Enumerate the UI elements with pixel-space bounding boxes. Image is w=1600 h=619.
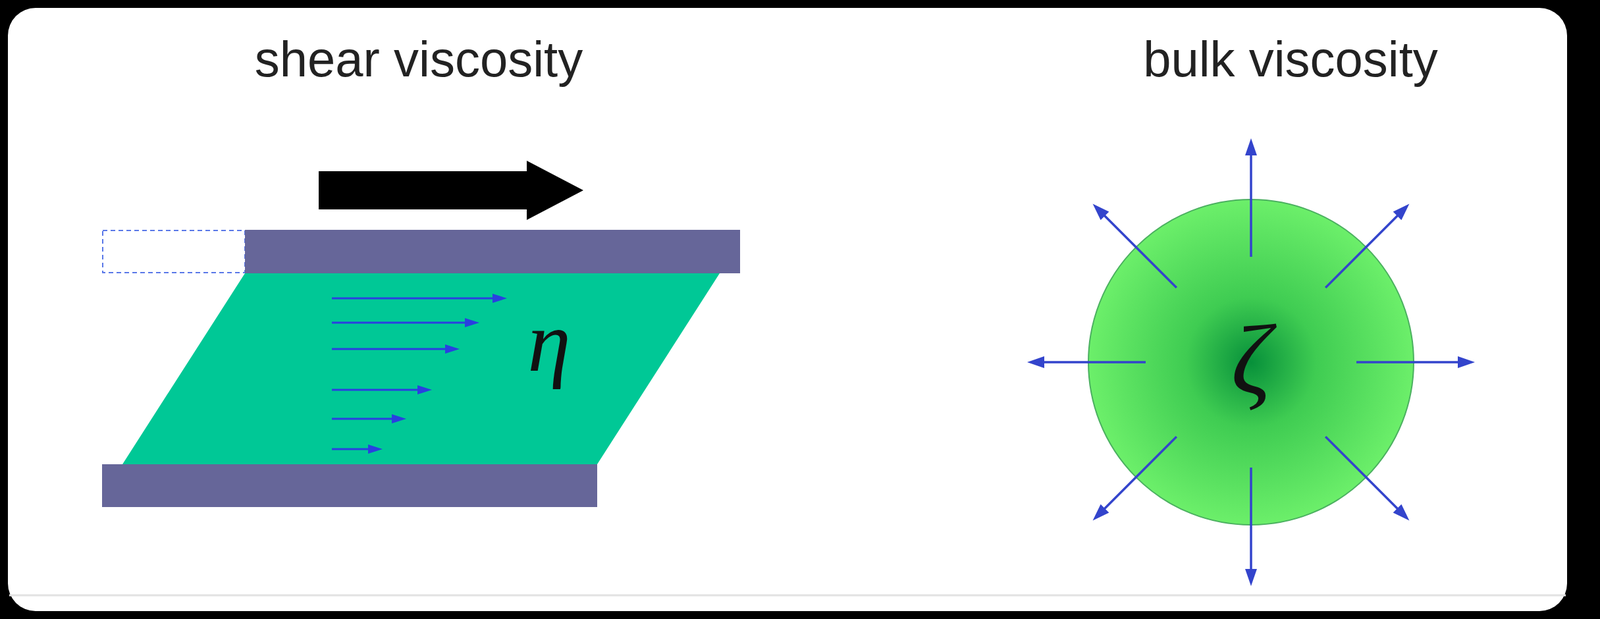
white-panel: [7, 7, 1568, 612]
expansion-arrow-shaft: [1043, 360, 1146, 364]
expansion-arrow-shaft: [1356, 360, 1459, 364]
expansion-arrow-shaft: [1249, 154, 1253, 257]
heading-holder: shear viscosity: [254, 30, 583, 88]
velocity-arrow-head: [417, 385, 432, 395]
viscosity-symbol: ζ: [1231, 310, 1272, 409]
velocity-arrow-head: [464, 318, 480, 328]
sheared-fluid: [122, 273, 720, 465]
expansion-arrow-head: [1245, 568, 1257, 587]
motion-arrow: [318, 160, 584, 220]
top-plate: [244, 229, 741, 274]
velocity-arrow-head: [368, 444, 383, 454]
velocity-arrow-shaft: [331, 418, 393, 421]
velocity-arrow-shaft: [331, 448, 369, 451]
velocity-arrow-head: [445, 344, 460, 354]
velocity-arrow-shaft: [331, 389, 419, 392]
divider-line: [9, 594, 1566, 597]
expansion-arrow-shaft: [1104, 436, 1177, 509]
expansion-arrow-head: [1093, 204, 1110, 221]
expansion-arrow-head: [1245, 138, 1257, 156]
expansion-arrow-shaft: [1249, 467, 1253, 570]
panel-heading: shear viscosity: [254, 30, 583, 88]
expansion-arrow-head: [1457, 356, 1475, 369]
velocity-arrows: [331, 293, 507, 454]
node-shape: [122, 273, 720, 465]
velocity-arrow-shaft: [331, 321, 466, 324]
expansion-arrow-shaft: [1104, 215, 1177, 288]
velocity-arrow-head: [391, 414, 407, 424]
bottom-plate: [102, 464, 598, 507]
expansion-arrow-shaft: [1325, 436, 1398, 509]
expanding-fluid-ball: ζ: [1087, 198, 1415, 526]
expansion-arrow-shaft: [1325, 215, 1398, 288]
velocity-arrow-shaft: [331, 348, 446, 351]
velocity-arrow-head: [492, 293, 507, 303]
heading-holder: bulk viscosity: [1143, 30, 1439, 88]
panel-heading: bulk viscosity: [1143, 30, 1439, 88]
expansion-arrow-head: [1093, 504, 1110, 521]
sheared-fluid-layer: η: [122, 273, 720, 465]
velocity-arrow-shaft: [331, 297, 494, 300]
viscosity-symbol: η: [527, 298, 571, 386]
expansion-arrow-head: [1027, 356, 1045, 369]
expansion-arrows: [1027, 138, 1475, 587]
plate-start-outline: [102, 230, 245, 273]
expansion-arrow-head: [1393, 504, 1410, 521]
expansion-arrow-head: [1393, 204, 1410, 221]
